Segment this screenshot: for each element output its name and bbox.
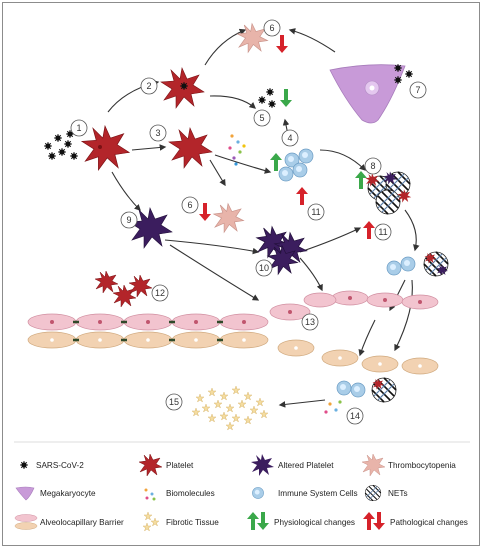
megakaryocyte-icon — [15, 486, 35, 501]
legend-fibrotic: Fibrotic Tissue — [166, 518, 219, 527]
svg-text:6: 6 — [269, 23, 274, 33]
pathological-arrow-down — [276, 35, 288, 53]
immune-cells-icon — [251, 487, 265, 500]
virus-cluster — [43, 129, 79, 161]
legend-platelet: Platelet — [166, 461, 194, 470]
svg-text:11: 11 — [378, 227, 387, 237]
platelet-step3 — [168, 127, 213, 169]
physiological-arrow-up — [270, 153, 282, 171]
legend-nets: NETs — [388, 489, 408, 498]
svg-text:13: 13 — [305, 317, 315, 327]
step-7: 7 — [409, 81, 427, 99]
step-15: 15 — [165, 393, 183, 411]
svg-text:15: 15 — [169, 397, 179, 407]
legend: SARS-CoV-2 Platelet Altered Platelet Thr… — [14, 441, 470, 532]
step-5: 5 — [253, 109, 271, 127]
svg-text:8: 8 — [370, 161, 375, 171]
nets-cluster-8 — [365, 171, 412, 215]
altered-platelet-icon — [251, 454, 274, 476]
step-1: 1 — [70, 119, 88, 137]
alveolocapillary-icon — [14, 514, 38, 530]
virus-group-5 — [257, 87, 277, 109]
pathological-arrow-down — [199, 203, 211, 221]
step-numbers: 1 2 3 4 5 6 6 7 8 9 10 11 11 12 13 14 15 — [70, 19, 427, 425]
svg-text:2: 2 — [146, 81, 151, 91]
step-12: 12 — [151, 284, 169, 302]
step-9: 9 — [120, 211, 138, 229]
sars-cov-2-icon — [19, 460, 29, 470]
svg-text:1: 1 — [76, 123, 81, 133]
legend-biomol: Biomolecules — [166, 489, 215, 498]
svg-text:4: 4 — [287, 133, 292, 143]
nets-icon — [364, 484, 382, 502]
platelet-group-12 — [94, 270, 153, 308]
step-8: 8 — [364, 157, 382, 175]
platelet-step1 — [81, 125, 130, 171]
legend-sars: SARS-CoV-2 — [36, 461, 84, 470]
svg-text:3: 3 — [155, 128, 160, 138]
svg-text:6: 6 — [187, 200, 192, 210]
legend-thrombo: Thrombocytopenia — [388, 461, 456, 470]
physiological-arrow-up — [355, 171, 367, 189]
immune-net-right — [386, 251, 449, 277]
fibrotic-tissue — [191, 385, 269, 431]
step-14: 14 — [346, 407, 364, 425]
svg-text:5: 5 — [259, 113, 264, 123]
svg-text:14: 14 — [350, 411, 360, 421]
step-11b: 11 — [374, 223, 392, 241]
step-4: 4 — [281, 129, 299, 147]
pathway-arrows — [107, 28, 420, 408]
legend-phys: Physiological changes — [274, 518, 355, 527]
legend-immune: Immune System Cells — [278, 489, 358, 498]
immune-net-bottom — [324, 377, 397, 414]
step-2: 2 — [140, 77, 158, 95]
fibrotic-tissue-icon — [142, 511, 160, 532]
altered-platelet-9 — [128, 207, 173, 249]
svg-text:7: 7 — [415, 85, 420, 95]
legend-path: Pathological changes — [390, 518, 468, 527]
biomolecules-icon — [144, 488, 156, 501]
svg-text:9: 9 — [126, 215, 131, 225]
pathological-arrow-up — [363, 221, 375, 239]
pathological-arrow-up — [296, 187, 308, 205]
pathological-changes-icon — [363, 512, 385, 530]
step-10: 10 — [255, 259, 273, 277]
immune-cells-4 — [278, 148, 314, 182]
platelet-icon — [138, 453, 163, 477]
svg-text:11: 11 — [311, 207, 320, 217]
step-11a: 11 — [307, 203, 325, 221]
step-6a: 6 — [263, 19, 281, 37]
step-3: 3 — [149, 124, 167, 142]
svg-text:10: 10 — [259, 263, 269, 273]
alveolocapillary-barrier — [27, 290, 439, 375]
legend-alveo: Alveolocapillary Barrier — [40, 518, 124, 527]
step-13: 13 — [301, 313, 319, 331]
svg-text:12: 12 — [155, 288, 165, 298]
physiological-changes-icon — [247, 512, 269, 530]
thrombocytopenia-top — [237, 23, 269, 53]
figure-frame — [2, 2, 480, 546]
thrombocytopenia-mid — [213, 203, 245, 233]
biomolecules — [228, 134, 246, 166]
step-6b: 6 — [181, 196, 199, 214]
legend-mega: Megakaryocyte — [40, 489, 96, 498]
legend-altered: Altered Platelet — [278, 461, 334, 470]
thrombocytopenia-icon — [361, 453, 386, 477]
physiological-arrow-down — [280, 89, 292, 107]
megakaryocyte — [329, 64, 406, 124]
platelet-step2 — [160, 67, 205, 109]
